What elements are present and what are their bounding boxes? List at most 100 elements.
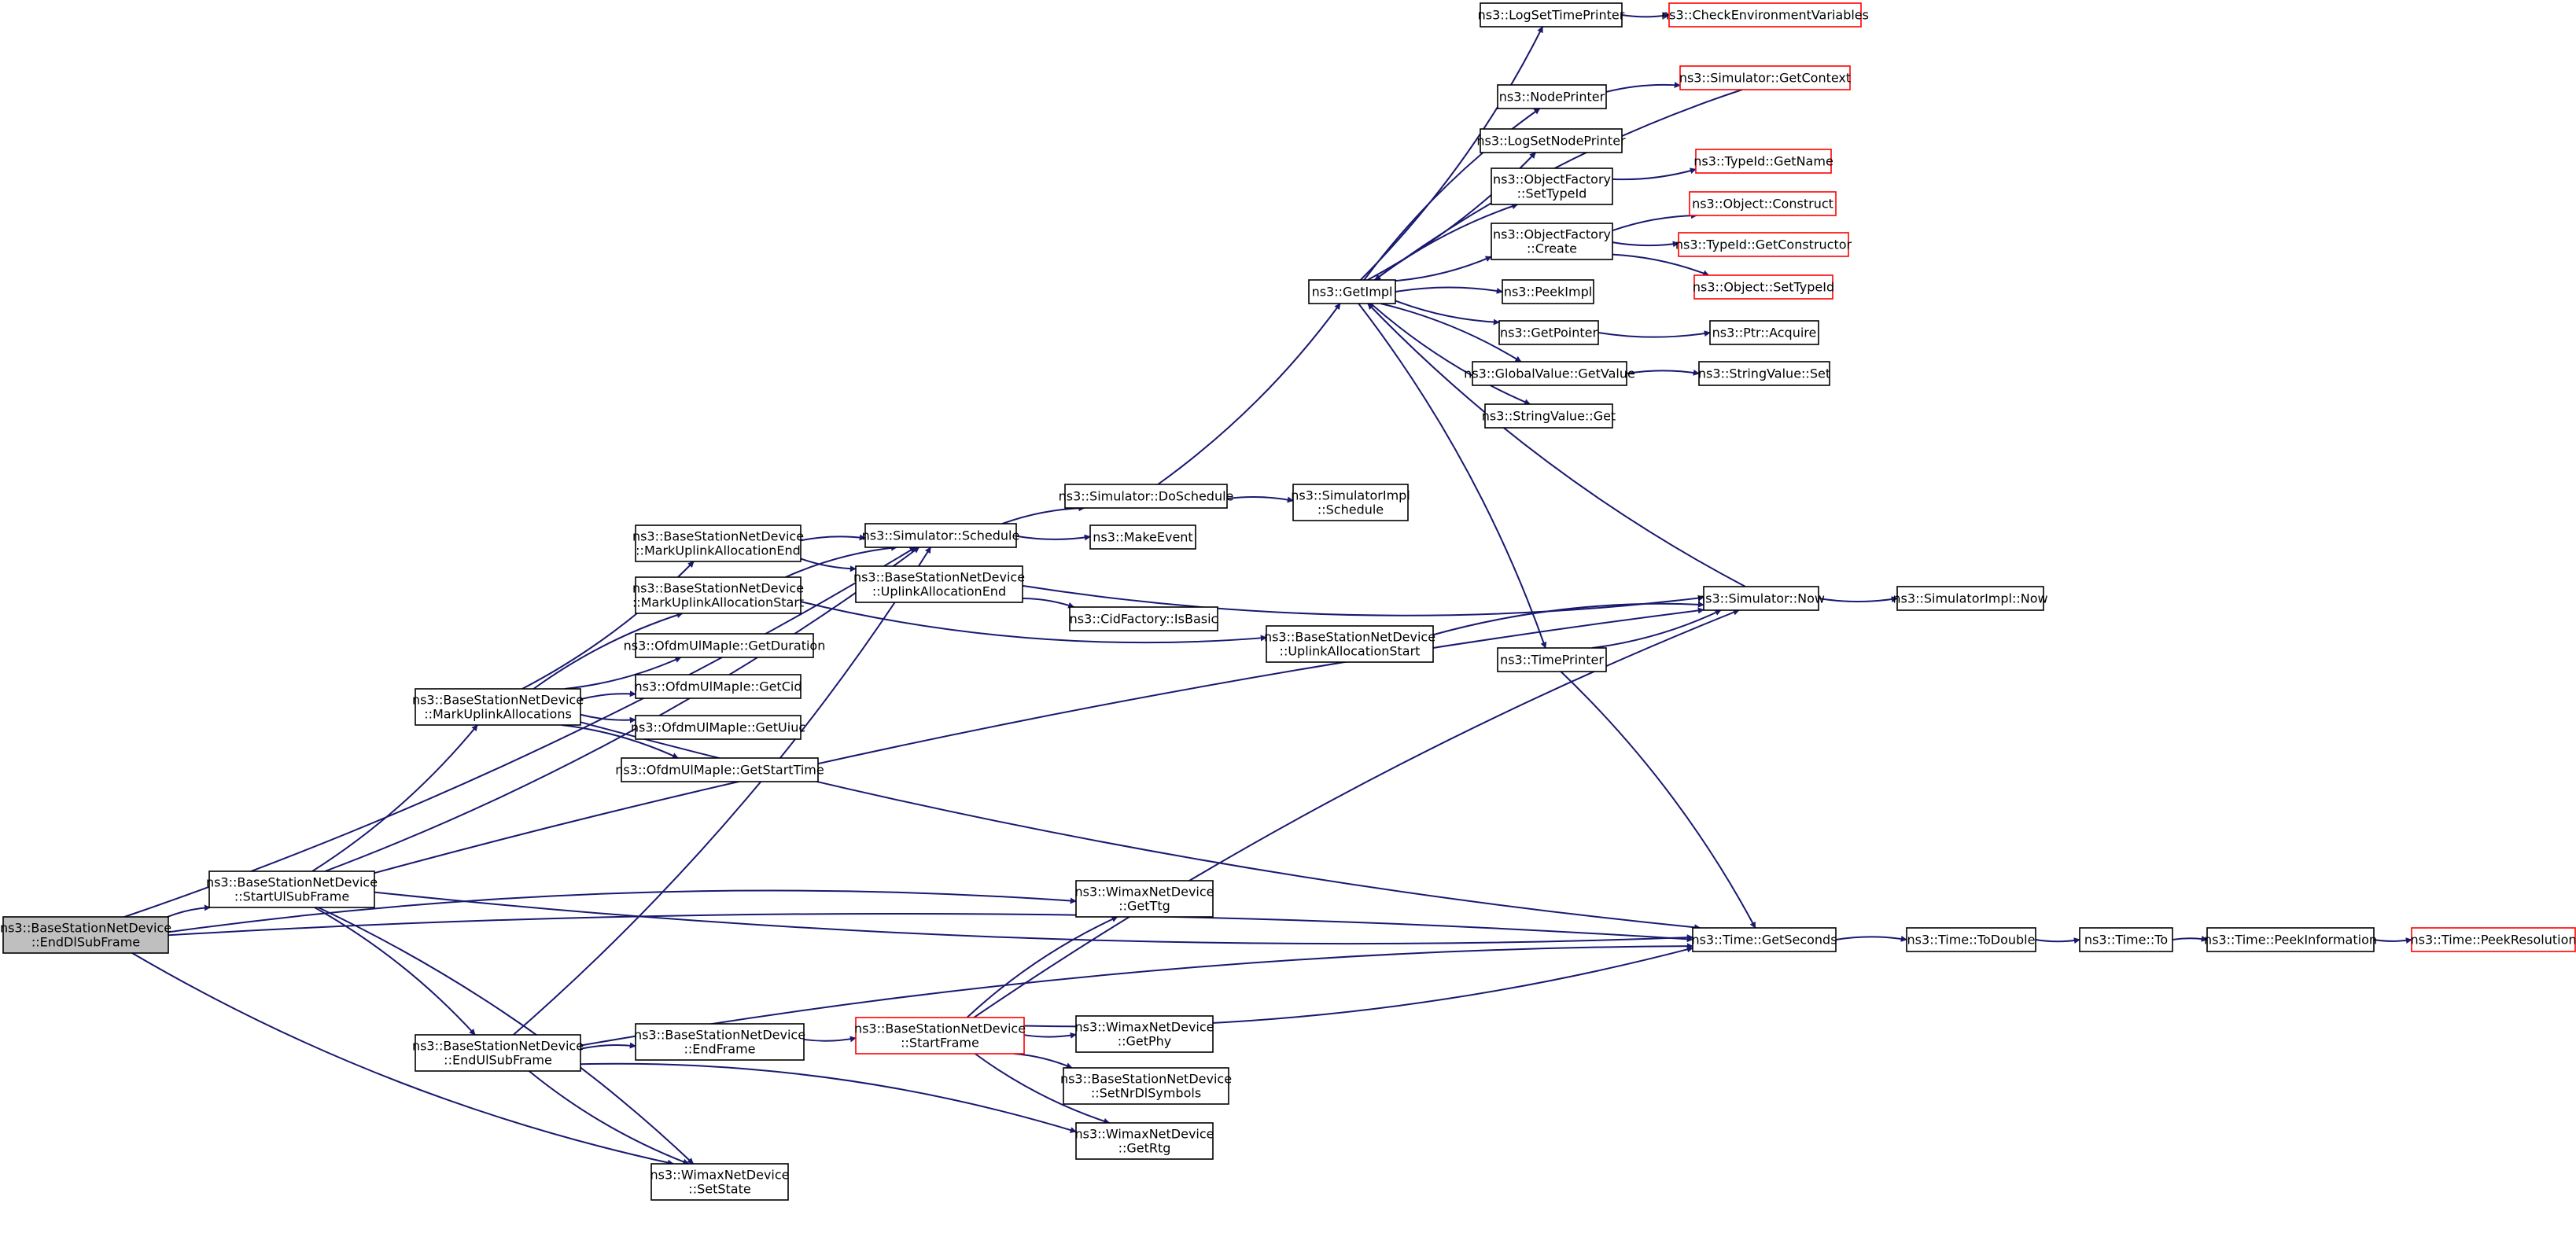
node-of-create[interactable]: ns3::ObjectFactory::Create	[1491, 223, 1613, 260]
node-label: ns3::BaseStationNetDevice	[632, 529, 804, 544]
node-obj-construct[interactable]: ns3::Object::Construct	[1689, 191, 1837, 216]
edge-get_impl-to-time_printer	[1358, 303, 1547, 649]
node-box	[208, 870, 375, 908]
node-box	[1472, 361, 1627, 386]
edge-sim_now-to-get_impl	[1367, 303, 1746, 587]
node-get-context[interactable]: ns3::Simulator::GetContext	[1679, 65, 1851, 90]
edge-start_ul-to-mark_allocs	[311, 724, 478, 872]
node-node-printer[interactable]: ns3::NodePrinter	[1497, 84, 1607, 109]
node-gv-get-value[interactable]: ns3::GlobalValue::GetValue	[1464, 361, 1635, 386]
node-label: ns3::WimaxNetDevice	[1074, 885, 1214, 900]
node-schedule[interactable]: ns3::Simulator::Schedule	[862, 523, 1020, 548]
edge-get_impl-to-log_set_time	[1360, 26, 1544, 281]
node-get-uiuc[interactable]: ns3::OfdmUlMapIe::GetUiuc	[631, 715, 805, 740]
edge-start_frame-to-set_nr_dl	[1014, 1053, 1073, 1069]
node-log-set-node[interactable]: ns3::LogSetNodePrinter	[1476, 128, 1626, 153]
node-label: ns3::BaseStationNetDevice	[1264, 630, 1435, 645]
node-make-event[interactable]: ns3::MakeEvent	[1089, 524, 1196, 550]
node-label: ::StartUlSubFrame	[234, 889, 349, 904]
node-set-nr-dl[interactable]: ns3::BaseStationNetDevice::SetNrDlSymbol…	[1060, 1067, 1232, 1105]
node-sim-now[interactable]: ns3::Simulator::Now	[1697, 586, 1825, 611]
node-obj-settypeid[interactable]: ns3::Object::SetTypeId	[1693, 274, 1834, 300]
node-box	[2411, 927, 2576, 952]
node-label: ns3::WimaxNetDevice	[650, 1168, 789, 1183]
node-box	[1063, 1067, 1229, 1105]
node-start-ul[interactable]: ns3::BaseStationNetDevice::StartUlSubFra…	[206, 870, 378, 908]
edge-node_printer-to-get_context	[1605, 82, 1681, 93]
node-label: ::MarkUplinkAllocationStart	[632, 595, 804, 610]
node-end-dl[interactable]: ns3::BaseStationNetDevice::EndDlSubFrame	[0, 916, 171, 954]
node-box	[855, 565, 1023, 603]
node-box	[1497, 647, 1607, 672]
node-label: ::GetPhy	[1118, 1034, 1172, 1049]
node-start-frame[interactable]: ns3::BaseStationNetDevice::StartFrame	[854, 1017, 1026, 1054]
node-box	[1679, 65, 1851, 90]
edge-start_frame-to-get_phy	[1023, 1032, 1077, 1039]
edge-ul_alloc_end-to-sim_now	[1022, 584, 1704, 616]
node-label: ns3::BaseStationNetDevice	[632, 581, 804, 596]
node-time-to[interactable]: ns3::Time::To	[2079, 927, 2173, 952]
node-of-set-typeid[interactable]: ns3::ObjectFactory::SetTypeId	[1491, 167, 1613, 205]
node-box	[415, 1034, 581, 1072]
node-peek-res[interactable]: ns3::Time::PeekResolution	[2410, 927, 2576, 952]
node-box	[2, 916, 169, 954]
node-get-seconds[interactable]: ns3::Time::GetSeconds	[1691, 927, 1837, 952]
node-label: ns3::OfdmUlMapIe::GetDuration	[624, 639, 826, 653]
node-end-ul[interactable]: ns3::BaseStationNetDevice::EndUlSubFrame	[412, 1034, 584, 1072]
node-ul-alloc-end[interactable]: ns3::BaseStationNetDevice::UplinkAllocat…	[853, 565, 1025, 603]
edge-end_ul-to-set_state	[528, 1070, 690, 1165]
node-box	[1075, 1015, 1214, 1053]
node-get-cid[interactable]: ns3::OfdmUlMapIe::GetCid	[635, 674, 802, 699]
node-label: ::UplinkAllocationEnd	[872, 584, 1006, 599]
node-simimpl-now[interactable]: ns3::SimulatorImpl::Now	[1892, 586, 2048, 611]
edge-mark_allocs-to-get_cid	[580, 690, 636, 701]
edge-mark_start-to-ul_alloc_start	[800, 601, 1267, 644]
node-sv-set[interactable]: ns3::StringValue::Set	[1698, 361, 1830, 386]
node-sv-get[interactable]: ns3::StringValue::Get	[1482, 403, 1616, 429]
edge-start_frame-to-sim_now	[973, 609, 1740, 1018]
node-time-printer[interactable]: ns3::TimePrinter	[1497, 647, 1607, 672]
node-get-duration[interactable]: ns3::OfdmUlMapIe::GetDuration	[624, 633, 826, 658]
node-box	[1693, 274, 1833, 300]
node-label: ns3::Time::PeekInformation	[2204, 933, 2377, 948]
node-label: ns3::Time::GetSeconds	[1691, 933, 1837, 948]
node-label: ns3::CheckEnvironmentVariables	[1661, 8, 1869, 23]
node-box	[635, 633, 814, 658]
call-edges	[123, 13, 2412, 1166]
node-set-state[interactable]: ns3::WimaxNetDevice::SetState	[650, 1163, 790, 1201]
node-label: ns3::WimaxNetDevice	[1074, 1127, 1214, 1142]
node-ptr-acquire[interactable]: ns3::Ptr::Acquire	[1709, 320, 1819, 345]
node-label: ns3::BaseStationNetDevice	[853, 570, 1025, 585]
node-do-schedule[interactable]: ns3::Simulator::DoSchedule	[1059, 484, 1234, 509]
node-simimpl-sched[interactable]: ns3::SimulatorImpl::Schedule	[1291, 484, 1410, 521]
node-mark-end[interactable]: ns3::BaseStationNetDevice::MarkUplinkAll…	[632, 524, 804, 562]
edge-end_ul-to-get_seconds	[580, 943, 1693, 1047]
node-get-impl[interactable]: ns3::GetImpl	[1308, 279, 1396, 304]
node-label: ::Create	[1527, 241, 1577, 256]
node-ul-alloc-start[interactable]: ns3::BaseStationNetDevice::UplinkAllocat…	[1264, 625, 1435, 663]
node-peek-impl[interactable]: ns3::PeekImpl	[1502, 279, 1594, 304]
node-box	[1266, 625, 1434, 663]
node-typeid-getname[interactable]: ns3::TypeId::GetName	[1693, 149, 1833, 174]
node-get-start-time[interactable]: ns3::OfdmUlMapIe::GetStartTime	[615, 757, 824, 782]
node-is-basic[interactable]: ns3::CidFactory::IsBasic	[1069, 606, 1218, 631]
node-mark-allocs[interactable]: ns3::BaseStationNetDevice::MarkUplinkAll…	[412, 688, 584, 726]
node-label: ns3::BaseStationNetDevice	[412, 693, 584, 708]
node-box	[1695, 149, 1832, 174]
node-log-set-time[interactable]: ns3::LogSetTimePrinter	[1478, 2, 1625, 28]
node-check-env[interactable]: ns3::CheckEnvironmentVariables	[1661, 2, 1869, 28]
node-box	[635, 674, 802, 699]
node-get-rtg[interactable]: ns3::WimaxNetDevice::GetRtg	[1074, 1122, 1214, 1160]
node-mark-start[interactable]: ns3::BaseStationNetDevice::MarkUplinkAll…	[632, 576, 804, 614]
edge-start_ul-to-get_seconds	[374, 891, 1693, 945]
node-label: ns3::OfdmUlMapIe::GetStartTime	[615, 763, 824, 778]
node-label: ns3::Simulator::GetContext	[1679, 71, 1851, 86]
node-peek-info[interactable]: ns3::Time::PeekInformation	[2204, 927, 2377, 952]
node-get-pointer[interactable]: ns3::GetPointer	[1498, 320, 1599, 345]
node-get-phy[interactable]: ns3::WimaxNetDevice::GetPhy	[1074, 1015, 1214, 1053]
node-typeid-getctor[interactable]: ns3::TypeId::GetConstructor	[1675, 232, 1852, 257]
node-get-ttg[interactable]: ns3::WimaxNetDevice::GetTtg	[1074, 880, 1214, 918]
node-end-frame[interactable]: ns3::BaseStationNetDevice::EndFrame	[634, 1023, 805, 1061]
node-label: ns3::ObjectFactory	[1493, 227, 1611, 242]
node-to-double[interactable]: ns3::Time::ToDouble	[1906, 927, 2036, 952]
